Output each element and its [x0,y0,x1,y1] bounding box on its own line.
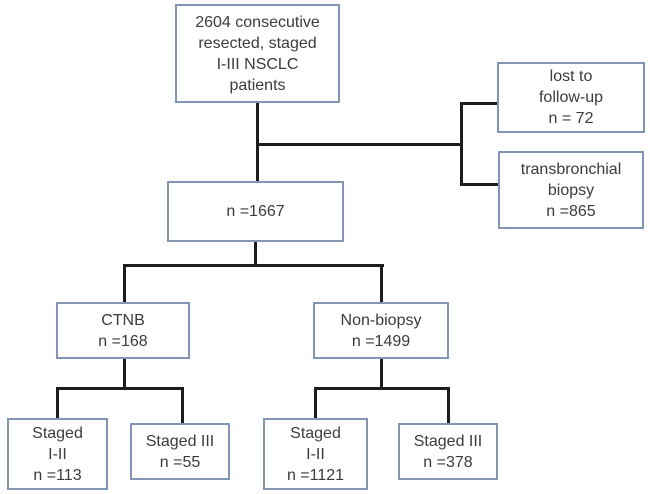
node-text-line: n =1499 [351,332,411,350]
connector-ctnb-branch-horizontal [56,387,184,390]
node-text-line: lost to [549,68,593,85]
node-nonbiopsy: Non-biopsy n =1499 [313,302,449,359]
connector-exclusion-horizontal [256,143,462,146]
node-text-line: n =55 [159,453,201,471]
node-text-line: n =168 [98,332,148,350]
node-text-line: n =1667 [226,203,285,220]
node-text-line: n =113 [33,466,82,484]
node-text-line: Non-biopsy [340,311,422,329]
node-nonbiopsy-staged-3: Staged III n =378 [398,423,498,480]
node-text-line: resected, staged [198,34,317,52]
node-lost-to-followup: lost to follow-up n = 72 [497,62,645,133]
connector-nonbiopsy-branch-horizontal [314,387,450,390]
node-text-line: I-III NSCLC [216,55,299,73]
connector-nonbiopsy-down [380,358,383,390]
node-enrolled-patients: 2604 consecutive resected, staged I-III … [175,4,340,103]
node-ctnb-staged-1-2: Staged I-II n =113 [7,418,108,490]
node-text-line: n =1121 [286,466,345,484]
connector-ctnb-down [123,358,126,390]
node-text-line: patients [229,76,286,94]
node-text-line: biopsy [547,181,595,199]
connector-drop-nonbiopsy [380,264,383,304]
node-text-line: n = 72 [548,110,594,127]
node-nonbiopsy-staged-1-2: Staged I-II n =1121 [263,418,368,490]
node-text-line: Staged III [145,432,215,450]
connector-drop-ctnb [123,264,126,304]
node-text-line: I-II [306,445,325,463]
connector-stub-lost-to-followup [460,102,499,105]
node-text-line: Staged III [413,432,483,450]
node-text-line: 2604 consecutive [195,13,320,31]
connector-branch-horizontal [123,264,384,267]
node-text-line: follow-up [538,89,604,106]
node-text-line: Staged [290,424,341,442]
node-text-line: I-II [48,445,67,463]
node-text-line: Staged [32,424,83,442]
node-cohort: n =1667 [167,181,344,242]
node-text-line: transbronchial [520,160,622,178]
node-text-line: n =865 [546,202,596,220]
connector-exclusion-vertical [460,102,463,186]
node-transbronchial-biopsy: transbronchial biopsy n =865 [498,151,644,229]
node-ctnb: CTNB n =168 [56,302,190,359]
connector-root-to-cohort [256,102,259,182]
connector-cohort-down [254,241,257,267]
connector-drop-nonbiopsy-staged12 [314,387,317,420]
node-text-line: CTNB [101,311,145,329]
node-ctnb-staged-3: Staged III n =55 [130,423,230,480]
connector-stub-transbronchial [460,183,500,186]
node-text-line: n =378 [423,453,473,471]
connector-drop-nonbiopsy-staged3 [447,387,450,425]
connector-drop-ctnb-staged12 [56,387,59,420]
connector-drop-ctnb-staged3 [181,387,184,425]
